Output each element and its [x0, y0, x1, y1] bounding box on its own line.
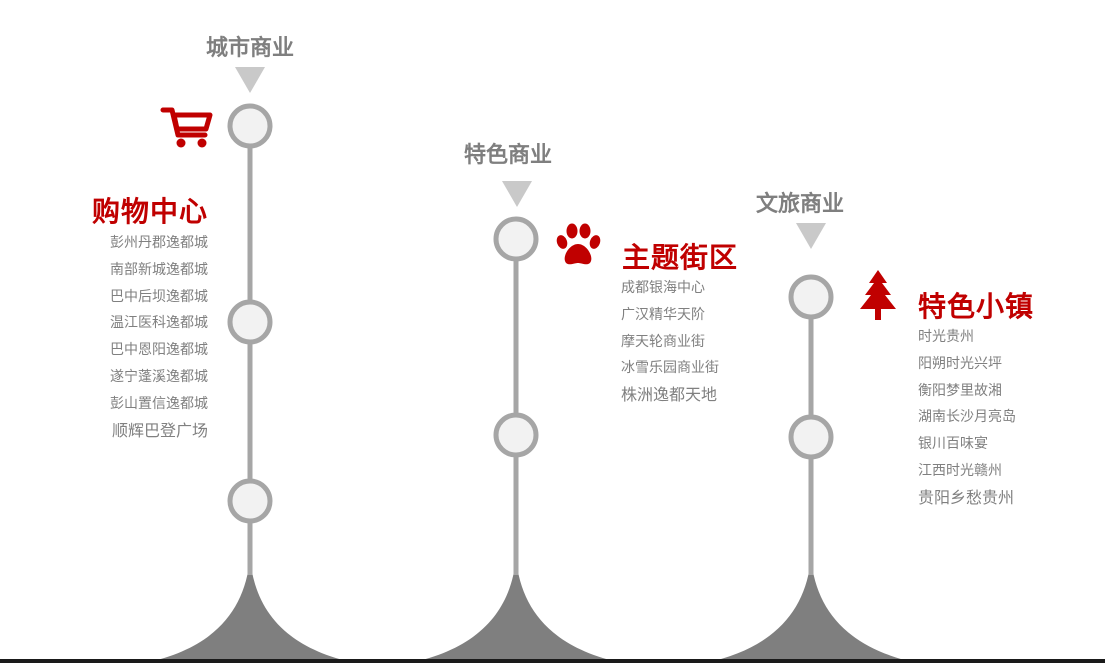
list-feature: 成都银海中心 广汉精华天阶 摩天轮商业街 冰雪乐园商业街 株洲逸都天地 — [621, 275, 719, 409]
heading-theme-street: 主题街区 — [622, 241, 739, 274]
node-city-2 — [227, 299, 273, 345]
list-item: 成都银海中心 — [621, 280, 705, 296]
ground-line — [0, 659, 1105, 663]
list-tourism: 时光贵州 阳朔时光兴坪 衡阳梦里故湘 湖南长沙月亮岛 银川百味宴 江西时光赣州 … — [918, 324, 1016, 512]
list-item: 衡阳梦里故湘 — [918, 382, 1002, 399]
node-feature-1 — [493, 216, 539, 262]
category-title-tourism: 文旅商业 — [755, 192, 845, 217]
list-city: 彭州丹郡逸都城 南部新城逸都城 巴中后坝逸都城 温江医科逸都城 巴中恩阳逸都城 … — [110, 230, 208, 444]
list-item: 巴中后坝逸都城 — [110, 288, 208, 305]
base-bell-city — [145, 558, 355, 663]
heading-characteristic-town: 特色小镇 — [918, 290, 1035, 323]
heading-shopping-center: 购物中心 — [91, 195, 208, 228]
list-item: 巴中恩阳逸都城 — [110, 342, 208, 359]
pointer-feature — [502, 181, 532, 207]
list-item: 彭山置信逸都城 — [110, 395, 208, 412]
pointer-city — [235, 67, 265, 93]
list-item: 湖南长沙月亮岛 — [918, 409, 1016, 426]
list-item: 摩天轮商业街 — [621, 333, 705, 350]
node-city-3 — [227, 478, 273, 524]
list-item: 南部新城逸都城 — [110, 261, 208, 278]
list-item: 江西时光赣州 — [918, 462, 1002, 479]
node-feature-2 — [493, 412, 539, 458]
list-item: 温江医科逸都城 — [110, 315, 208, 332]
shopping-cart-icon — [160, 107, 213, 148]
base-bell-feature — [410, 558, 622, 663]
list-item: 株洲逸都天地 — [621, 385, 718, 405]
list-item: 顺辉巴登广场 — [111, 420, 208, 440]
node-city-1 — [227, 103, 273, 149]
list-item: 彭州丹郡逸都城 — [110, 235, 208, 251]
category-title-feature: 特色商业 — [463, 143, 553, 168]
list-item: 阳朔时光兴坪 — [918, 355, 1002, 372]
node-tourism-1 — [788, 274, 834, 320]
list-item: 银川百味宴 — [918, 436, 988, 453]
base-bell-tourism — [705, 558, 917, 663]
list-item: 遂宁蓬溪逸都城 — [110, 368, 208, 385]
pointer-tourism — [796, 223, 826, 249]
node-tourism-2 — [788, 414, 834, 460]
paw-icon — [556, 223, 601, 265]
list-item: 时光贵州 — [918, 329, 974, 345]
list-item: 冰雪乐园商业街 — [621, 360, 719, 377]
list-item: 广汉精华天阶 — [621, 306, 705, 323]
list-item: 贵阳乡愁贵州 — [918, 487, 1015, 507]
pine-tree-icon — [860, 270, 896, 320]
category-title-city: 城市商业 — [205, 36, 295, 61]
